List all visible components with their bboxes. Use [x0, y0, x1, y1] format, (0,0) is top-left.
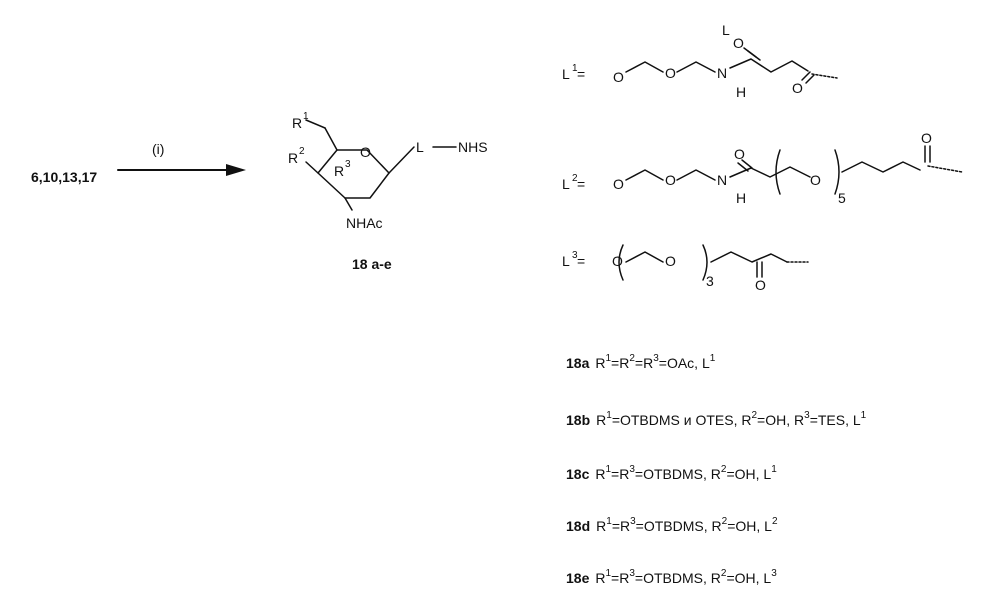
l2-atom-o4: O: [810, 172, 821, 188]
l3-equals: =: [577, 253, 585, 269]
starting-materials-label: 6,10,13,17: [31, 169, 97, 185]
l2-repeat-count: 5: [838, 190, 846, 206]
compound-18a-row: 18aR1=R2=R3=OAc, L1: [566, 353, 716, 371]
l3-name: L: [562, 253, 570, 269]
l3-atom-o2: O: [665, 253, 676, 269]
r3-superscript: 3: [345, 159, 351, 170]
l2-atom-o5: O: [921, 130, 932, 146]
l1-atom-o2: O: [665, 65, 676, 81]
l2-atom-h: H: [736, 190, 746, 206]
l2-atom-o3: O: [734, 146, 745, 162]
reaction-conditions-label: (i): [152, 141, 164, 157]
r2-label: R: [288, 150, 298, 166]
r1-label: R: [292, 115, 302, 131]
l1-atom-o1: O: [613, 69, 624, 85]
l2-chain: [626, 146, 962, 194]
compound-18b-row: 18bR1=OTBDMS и OTES, R2=OH, R3=TES, L1: [566, 410, 867, 428]
compound-id: 18a: [566, 355, 590, 371]
compound-id: 18c: [566, 466, 590, 482]
l2-equals: =: [577, 176, 585, 192]
r2-superscript: 2: [299, 146, 305, 157]
linker-label: L: [416, 139, 424, 155]
l1-atom-n: N: [717, 65, 727, 81]
compound-18d-row: 18dR1=R3=OTBDMS, R2=OH, L2: [566, 516, 778, 534]
reaction-arrow-head: [226, 164, 246, 176]
product-structure: [306, 120, 456, 210]
nhs-label: NHS: [458, 139, 488, 155]
l1-atom-h: H: [736, 84, 746, 100]
l1-atom-o3: O: [733, 35, 744, 51]
r1-superscript: 1: [303, 111, 309, 122]
r3-label: R: [334, 163, 344, 179]
nhac-label: NHAc: [346, 215, 383, 231]
l1-equals: =: [577, 66, 585, 82]
compound-id: 18d: [566, 518, 590, 534]
product-compound-label: 18 a-e: [352, 256, 392, 272]
l2-atom-n: N: [717, 172, 727, 188]
l2-atom-o2: O: [665, 172, 676, 188]
l2-name: L: [562, 176, 570, 192]
compound-id: 18b: [566, 412, 590, 428]
l2-atom-o1: O: [613, 176, 624, 192]
linker-header: L: [722, 22, 730, 38]
l1-chain: [626, 48, 837, 83]
l3-repeat-count: 3: [706, 273, 714, 289]
l1-name: L: [562, 66, 570, 82]
ring-oxygen: O: [360, 144, 371, 160]
l3-atom-o3: O: [755, 277, 766, 293]
compound-id: 18e: [566, 570, 590, 586]
compound-18e-row: 18eR1=R3=OTBDMS, R2=OH, L3: [566, 568, 777, 586]
compound-18c-row: 18cR1=R3=OTBDMS, R2=OH, L1: [566, 464, 777, 482]
l1-atom-o4: O: [792, 80, 803, 96]
l3-atom-o1: O: [612, 253, 623, 269]
